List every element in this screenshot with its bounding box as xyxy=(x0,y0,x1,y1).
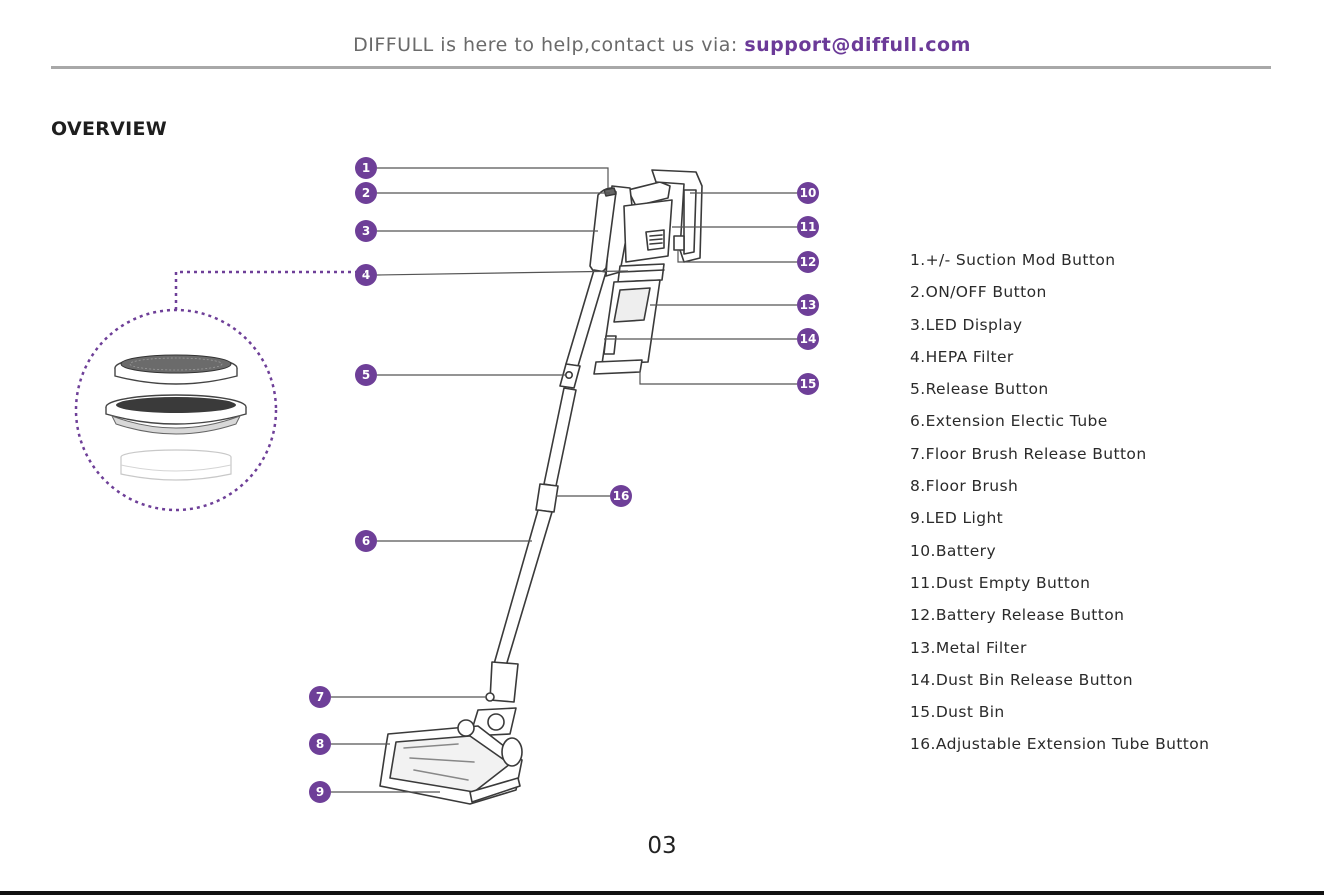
callout-badge-4: 4 xyxy=(355,264,377,286)
callout-badge-9: 9 xyxy=(309,781,331,803)
svg-text:3: 3 xyxy=(362,224,370,238)
svg-text:16: 16 xyxy=(613,489,630,503)
svg-text:5: 5 xyxy=(362,368,370,382)
callout-badge-5: 5 xyxy=(355,364,377,386)
vacuum-illustration xyxy=(379,169,703,805)
callout-badge-8: 8 xyxy=(309,733,331,755)
legend-item: 12.Battery Release Button xyxy=(910,606,1125,625)
svg-text:11: 11 xyxy=(800,220,817,234)
header-divider xyxy=(51,66,1271,69)
callout-badge-7: 7 xyxy=(309,686,331,708)
svg-text:14: 14 xyxy=(800,332,817,346)
callout-badge-15: 15 xyxy=(797,373,819,395)
legend-item: 4.HEPA Filter xyxy=(910,347,1014,366)
callout-badge-10: 10 xyxy=(797,182,819,204)
svg-text:8: 8 xyxy=(316,737,324,751)
legend-item: 7.Floor Brush Release Button xyxy=(910,444,1147,463)
legend-item: 10.Battery xyxy=(910,541,997,560)
svg-text:4: 4 xyxy=(362,268,370,282)
callout-badge-2: 2 xyxy=(355,182,377,204)
svg-text:7: 7 xyxy=(316,690,324,704)
hepa-filter-detail xyxy=(74,270,366,512)
callout-badge-16: 16 xyxy=(610,485,632,507)
legend-item: 5.Release Button xyxy=(910,380,1049,399)
help-text: DIFFULL is here to help,contact us via: xyxy=(353,34,745,56)
support-email-link[interactable]: support@diffull.com xyxy=(744,34,971,56)
callout-badge-14: 14 xyxy=(797,328,819,350)
svg-text:1: 1 xyxy=(362,161,370,175)
legend-item: 6.Extension Electic Tube xyxy=(910,412,1108,431)
callout-badge-1: 1 xyxy=(355,157,377,179)
legend-item: 13.Metal Filter xyxy=(910,638,1027,657)
legend-item: 16.Adjustable Extension Tube Button xyxy=(910,735,1210,754)
legend-item: 2.ON/OFF Button xyxy=(910,283,1047,302)
page-number: 03 xyxy=(647,833,677,859)
legend-item: 1.+/- Suction Mod Button xyxy=(910,251,1116,269)
legend-item: 14.Dust Bin Release Button xyxy=(910,670,1133,689)
parts-legend: 1.+/- Suction Mod Button 2.ON/OFF Button… xyxy=(910,248,1209,765)
legend-item: 15.Dust Bin xyxy=(910,703,1005,722)
section-title: OVERVIEW xyxy=(51,118,168,140)
svg-text:2: 2 xyxy=(362,186,370,200)
help-header: DIFFULL is here to help,contact us via: … xyxy=(0,34,1324,56)
svg-text:15: 15 xyxy=(800,377,817,391)
legend-item: 8.Floor Brush xyxy=(910,477,1019,496)
legend-item: 11.Dust Empty Button xyxy=(910,573,1091,592)
callout-badge-13: 13 xyxy=(797,294,819,316)
svg-text:13: 13 xyxy=(800,298,817,312)
legend-item: 3.LED Display xyxy=(910,315,1023,334)
svg-text:12: 12 xyxy=(800,255,817,269)
callout-badge-3: 3 xyxy=(355,220,377,242)
svg-text:10: 10 xyxy=(800,186,817,200)
svg-text:6: 6 xyxy=(362,534,370,548)
callout-badge-11: 11 xyxy=(797,216,819,238)
leader-lines xyxy=(331,167,797,793)
svg-text:9: 9 xyxy=(316,785,324,799)
legend-item: 9.LED Light xyxy=(910,509,1004,528)
bottom-border xyxy=(0,891,1324,895)
callout-badge-12: 12 xyxy=(797,251,819,273)
callout-badge-6: 6 xyxy=(355,530,377,552)
